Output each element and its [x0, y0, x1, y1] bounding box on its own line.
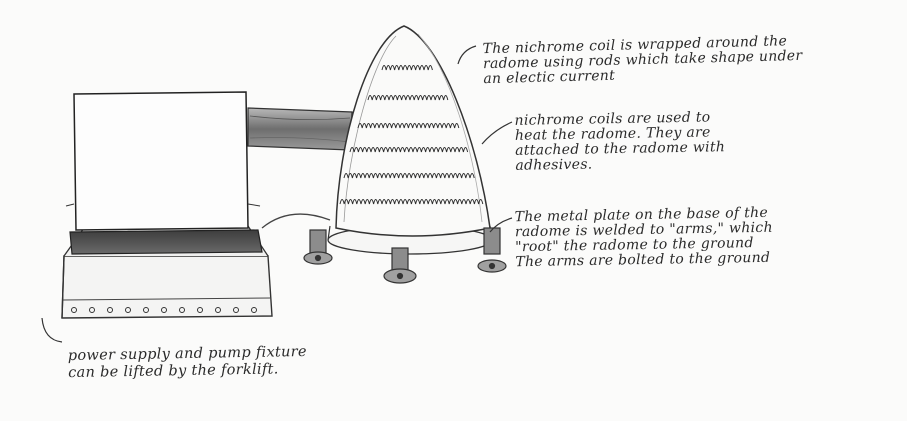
mounting-arm — [304, 230, 332, 264]
radome-cone — [328, 26, 492, 254]
leader-coil-wrapping — [458, 46, 476, 64]
hose — [248, 108, 352, 150]
annotation-coil-heating: nichrome coils are used to heat the rado… — [514, 110, 725, 174]
power-cable — [262, 214, 330, 228]
power-supply-unit — [62, 92, 272, 318]
annotation-base-plate: The metal plate on the base of the radom… — [514, 206, 773, 270]
leader-coil-heating — [482, 122, 512, 144]
annotation-coil-wrapping: The nichrome coil is wrapped around the … — [482, 34, 803, 87]
leader-power-supply — [42, 318, 62, 342]
annotation-power-supply: power supply and pump fixture can be lif… — [68, 344, 308, 382]
